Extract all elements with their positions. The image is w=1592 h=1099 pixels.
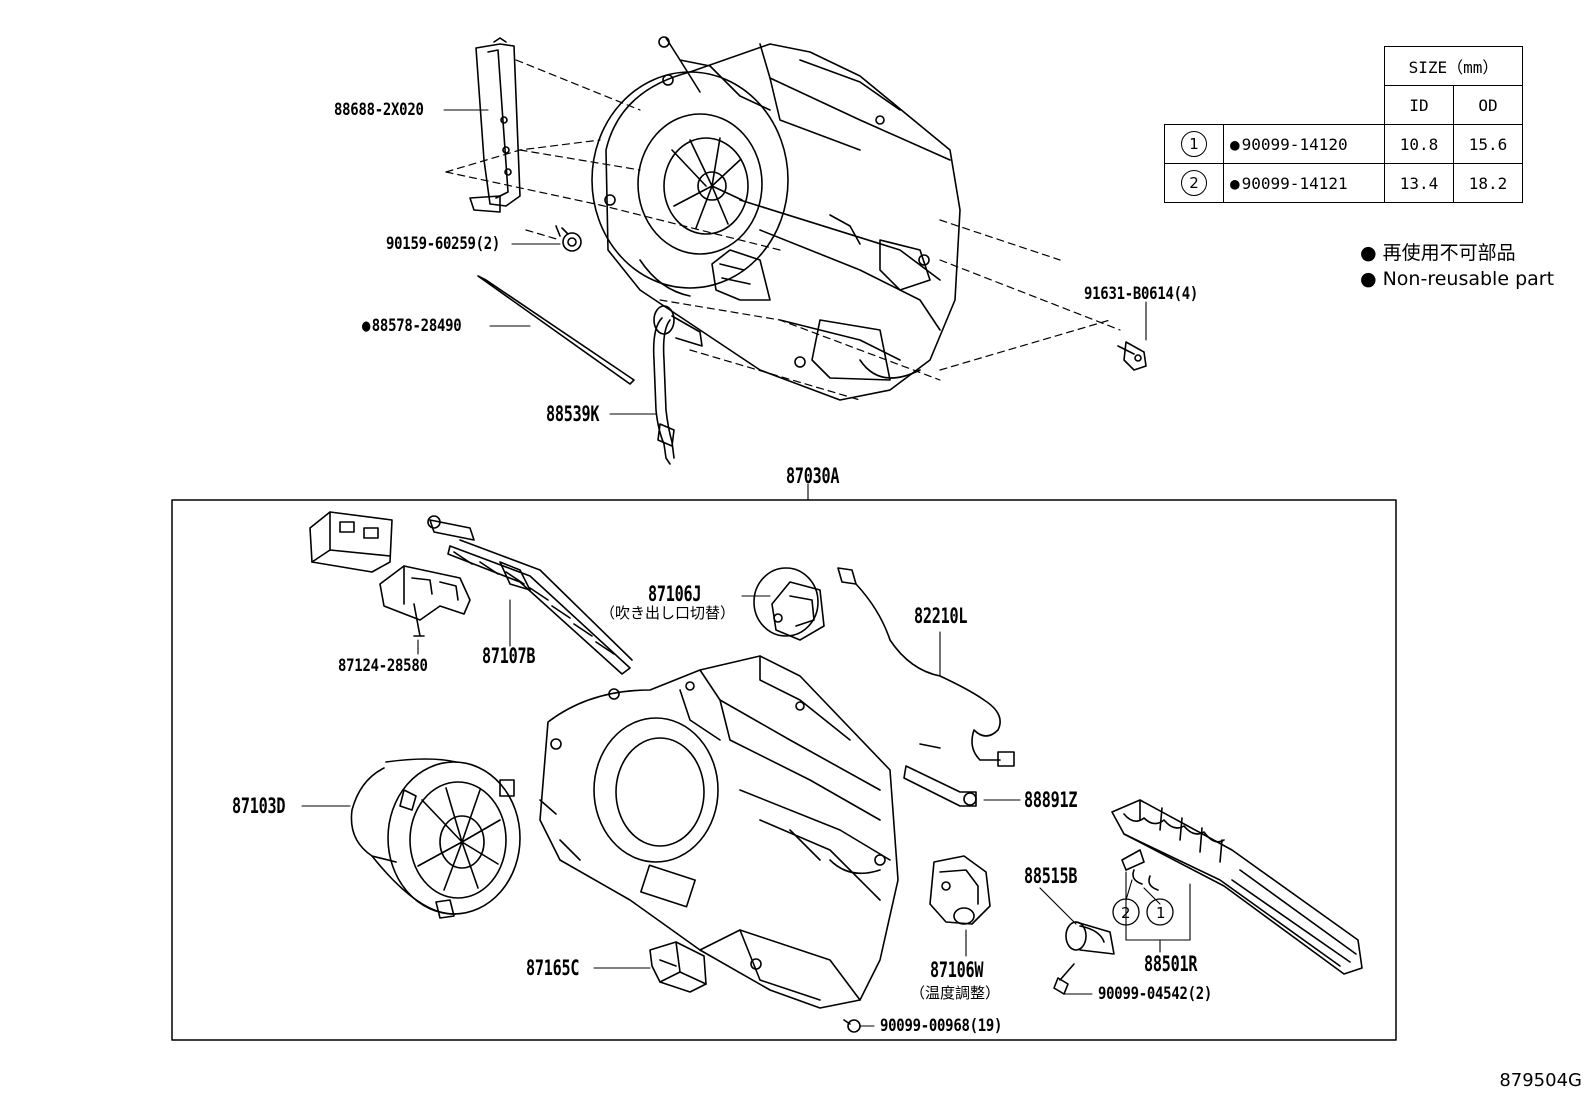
table-row: 1 90099-14120 10.8 15.6 [1164, 124, 1523, 164]
drain-hose-88539-drawing [652, 305, 703, 465]
part-label-87106j: 87106J [648, 582, 702, 606]
part-number: 90099-14121 [1223, 163, 1385, 203]
part-label-88578: 88578-28490 [362, 316, 462, 336]
callout-1-text: 1 [1156, 904, 1166, 922]
assembly-87030a-frame [171, 499, 1397, 1041]
size-table-col-id: ID [1384, 85, 1454, 125]
part-label-88891: 88891Z [1024, 788, 1078, 812]
leader-lines-upper [443, 109, 1147, 415]
sensor-88891z-drawing [903, 765, 977, 807]
bracket-88688-drawing [469, 37, 521, 213]
outer-diameter: 15.6 [1453, 124, 1523, 164]
valve-88515b-drawing [1053, 921, 1115, 995]
temp-motor-87106w-drawing [929, 855, 991, 925]
size-table-header: SIZE（mm） [1384, 46, 1523, 86]
part-label-82210: 82210L [914, 604, 968, 628]
ref-circle: 1 [1181, 131, 1207, 157]
part-number: 90099-14120 [1223, 124, 1385, 164]
projection-lines-upper [445, 59, 1121, 401]
legend-en: Non-reusable part [1360, 266, 1554, 292]
part-label-88515: 88515B [1024, 864, 1078, 888]
part-label-87165: 87165C [526, 956, 580, 980]
outer-diameter: 18.2 [1453, 163, 1523, 203]
legend: 再使用不可部品 Non-reusable part [1360, 240, 1554, 292]
part-note-87106w: （温度調整） [910, 984, 1001, 1002]
table-row: 2 90099-14121 13.4 18.2 [1164, 163, 1523, 203]
callout-2-circle [1112, 898, 1140, 926]
part-label-88501: 88501R [1144, 952, 1198, 976]
filter-88578-drawing [477, 275, 635, 385]
part-label-90159: 90159-60259(2) [386, 234, 501, 254]
legend-jp: 再使用不可部品 [1360, 240, 1554, 266]
ref-circle: 2 [1181, 170, 1207, 196]
part-label-90099-00968: 90099-00968(19) [880, 1016, 1003, 1036]
part-label-88539: 88539K [546, 402, 600, 426]
part-note-87106j: （吹き出し口切替） [600, 604, 736, 622]
part-label-87107: 87107B [482, 644, 536, 668]
hose-size-table: SIZE（mm） ID OD 1 90099-14120 10.8 15.6 2… [1164, 46, 1523, 203]
size-table-col-od: OD [1453, 85, 1523, 125]
inner-diameter: 10.8 [1384, 124, 1454, 164]
callout-1-circle [1146, 898, 1174, 926]
screw-90159-drawing [555, 225, 582, 252]
assembly-label-87030a: 87030A [786, 464, 840, 488]
screw-90099-00968-drawing [843, 1019, 861, 1033]
part-label-87103: 87103D [232, 794, 286, 818]
evaporator-88501r-drawing [1111, 799, 1363, 975]
blower-housing-upper-drawing [591, 36, 961, 401]
screw-91631-drawing [1117, 341, 1147, 371]
part-label-88688: 88688-2X020 [334, 100, 424, 120]
catalog-code: 879504G [1499, 1070, 1582, 1091]
part-label-91631: 91631-B0614(4) [1084, 284, 1199, 304]
blower-motor-87103d-drawing [350, 758, 521, 919]
leader-lines-lower [301, 595, 1191, 1027]
mode-motor-87106j-drawing [753, 567, 825, 641]
callout-2-text: 2 [1121, 904, 1131, 922]
blower-housing-lower-drawing [539, 655, 899, 1009]
part-label-90099-04542: 90099-04542(2) [1098, 984, 1213, 1004]
inner-diameter: 13.4 [1384, 163, 1454, 203]
resistor-87165c-drawing [649, 941, 707, 993]
part-label-87124: 87124-28580 [338, 656, 428, 676]
sensor-wire-82210l-drawing [837, 567, 1015, 767]
part-label-87106w: 87106W [930, 958, 984, 982]
actuator-cover-87124-drawing [309, 511, 471, 637]
heater-core-87107b-drawing [427, 515, 633, 675]
